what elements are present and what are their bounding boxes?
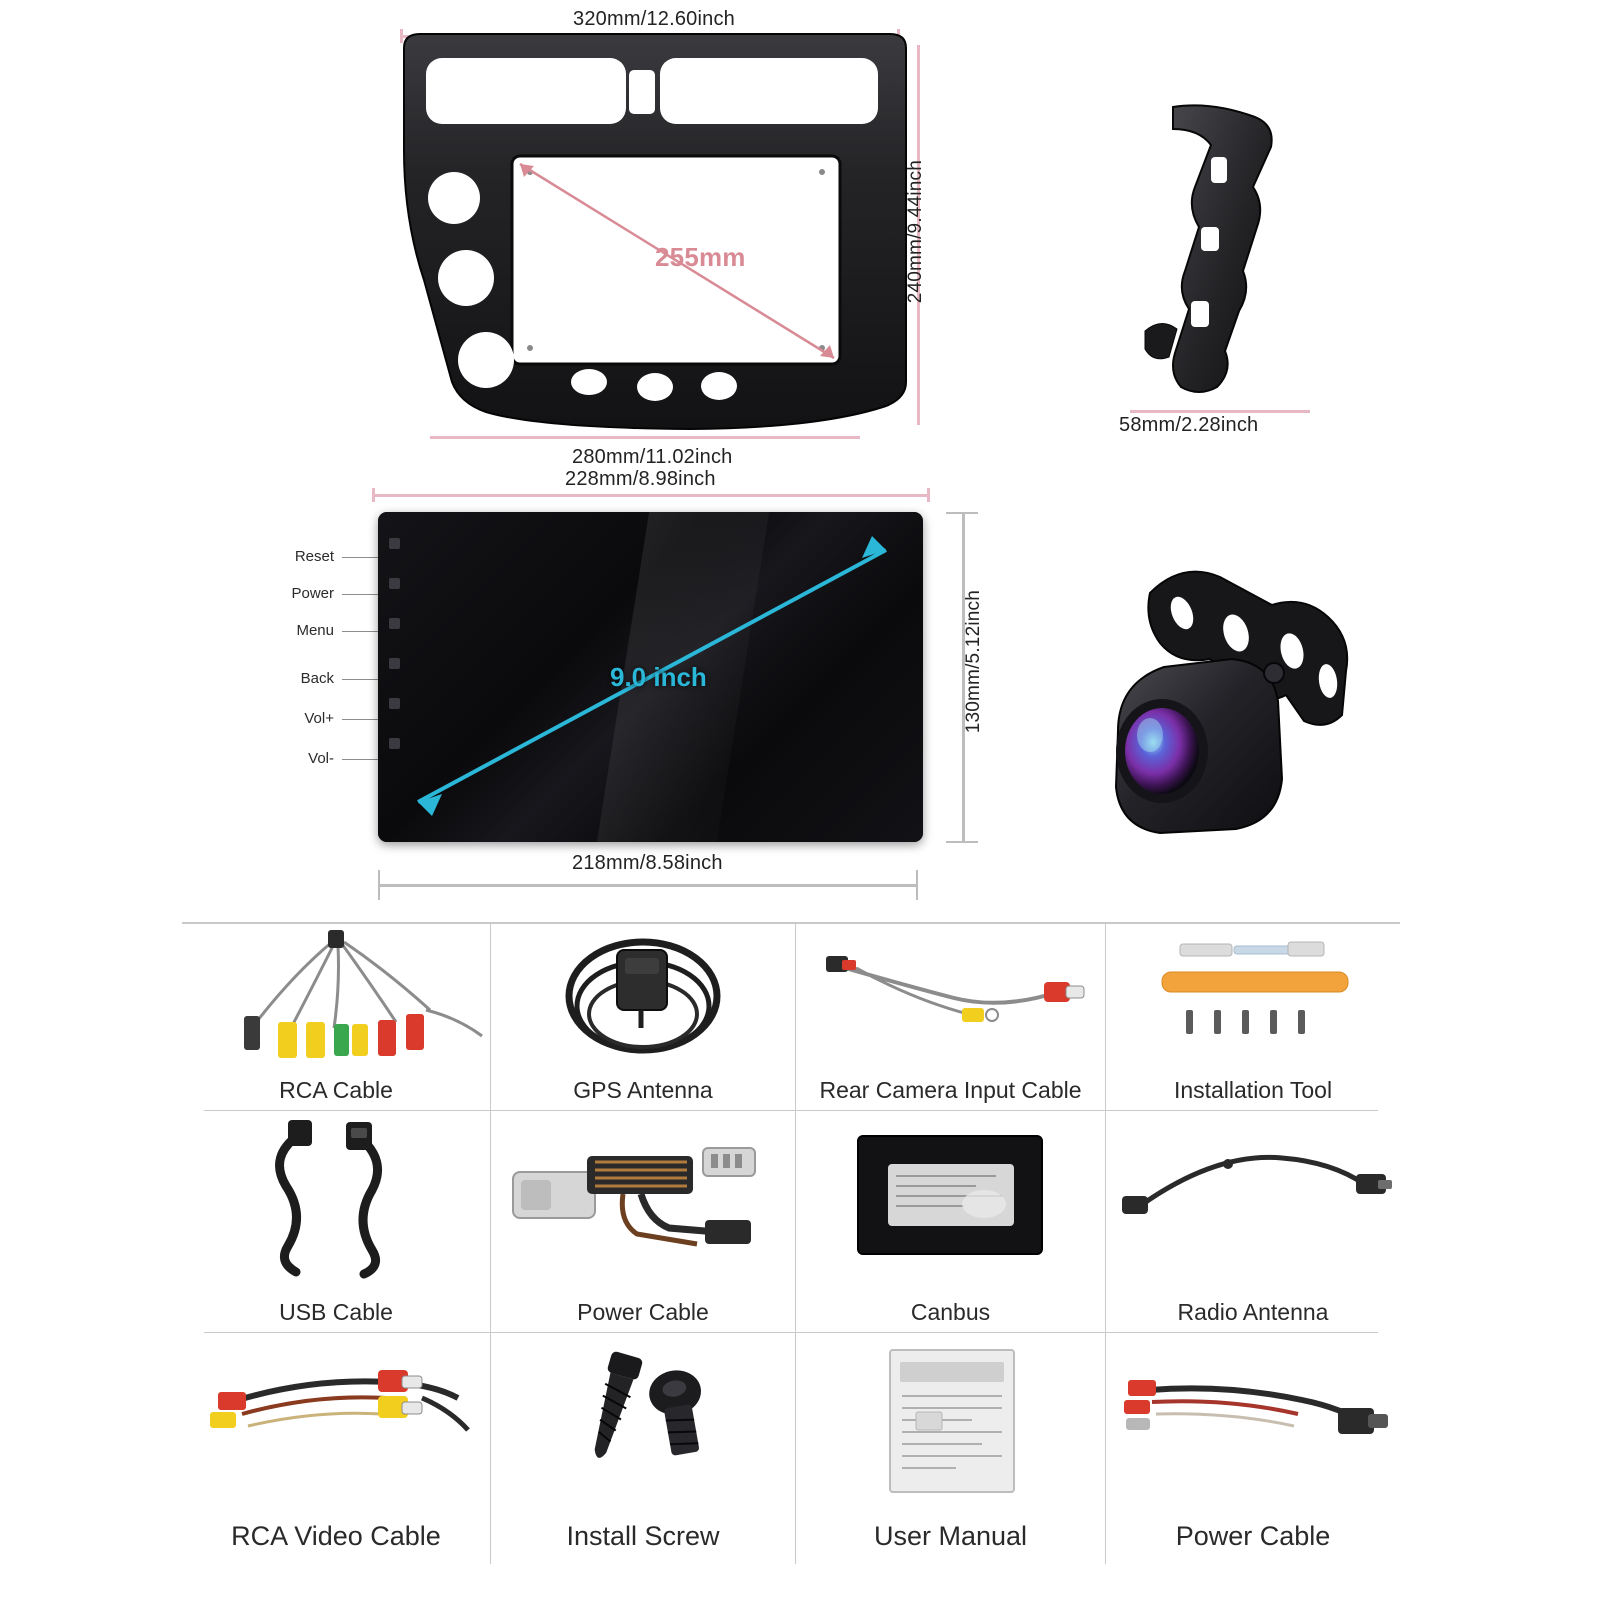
- side-button-reset: [389, 538, 400, 549]
- side-button-menu: [389, 618, 400, 629]
- accessory-label: Radio Antenna: [1177, 1299, 1329, 1325]
- radio-key-callouts: Reset Power Menu Back Vol+ Vol-: [268, 548, 386, 768]
- power-cable-icon: [1106, 1334, 1400, 1521]
- key-label-back: Back: [300, 670, 334, 687]
- radio-panel-tick-right: [916, 870, 918, 900]
- side-button-vol-down: [389, 738, 400, 749]
- key-label-menu: Menu: [296, 622, 334, 639]
- accessory-cell-rca-video-cable: RCA Video Cable: [182, 1334, 490, 1562]
- accessory-label: RCA Cable: [279, 1077, 393, 1103]
- accessory-label: Power Cable: [1175, 1521, 1331, 1551]
- radio-panel-dimension-line: [378, 884, 918, 887]
- accessory-cell-power-cable-3: Power Cable: [1106, 1334, 1400, 1562]
- side-button-vol-up: [389, 698, 400, 709]
- dash-fascia-frame: [390, 30, 920, 431]
- radio-outer-dimension-line: [372, 494, 930, 497]
- radio-panel-width-label: 218mm/8.58inch: [572, 852, 723, 874]
- grid-hline-2: [204, 1332, 1378, 1333]
- power-cable-icon: [491, 1112, 795, 1299]
- dash-fascia-svg: [403, 33, 907, 431]
- usb-cable-icon: [182, 1112, 490, 1299]
- trim-dimension-line: [1130, 410, 1310, 413]
- side-trim-svg: [1144, 104, 1273, 393]
- grid-vline-3: [1105, 924, 1106, 1564]
- screen-diagonal-arrow: [417, 536, 887, 816]
- radio-antenna-icon: [1106, 1112, 1400, 1299]
- frame-height-dimension-line: [917, 45, 920, 425]
- grid-vline-2: [795, 924, 796, 1564]
- accessory-label: Power Cable: [577, 1299, 709, 1325]
- head-unit-device: 9.0 inch: [378, 512, 923, 842]
- side-trim-piece: [1115, 95, 1330, 405]
- canbus-icon: [796, 1112, 1105, 1299]
- accessory-label: Installation Tool: [1173, 1077, 1333, 1103]
- radio-panel-tick-left: [378, 870, 380, 900]
- key-label-reset: Reset: [294, 548, 334, 565]
- accessory-label: GPS Antenna: [573, 1077, 713, 1103]
- accessory-cell-usb-cable: USB Cable: [182, 1112, 490, 1332]
- frame-top-width-label: 320mm/12.60inch: [573, 8, 735, 30]
- radio-height-tick-top: [946, 512, 978, 514]
- accessory-cell-user-manual: User Manual: [796, 1334, 1105, 1562]
- accessory-cell-rca-cable: RCA Cable: [182, 924, 490, 1110]
- accessory-cell-installation-tool: Installation Tool: [1106, 924, 1400, 1110]
- accessory-cell-gps-antenna: GPS Antenna: [491, 924, 795, 1110]
- radio-outer-tick-left: [372, 488, 375, 502]
- frame-top-tick-left: [400, 29, 403, 43]
- rear-camera-input-cable-icon: [796, 924, 1105, 1077]
- gps-antenna-icon: [491, 924, 795, 1077]
- accessory-label: User Manual: [873, 1521, 1028, 1551]
- grid-hline-top: [182, 922, 1400, 924]
- accessories-grid: RCA Cable GPS Antenna: [182, 922, 1400, 1582]
- radio-height-label: 130mm/5.12inch: [963, 590, 984, 734]
- accessory-label: Rear Camera Input Cable: [819, 1077, 1082, 1103]
- side-button-power: [389, 578, 400, 589]
- radio-height-dimension-line: [962, 512, 965, 842]
- trim-width-label: 58mm/2.28inch: [1119, 414, 1259, 436]
- accessory-label: USB Cable: [279, 1299, 393, 1325]
- user-manual-icon: [796, 1334, 1105, 1521]
- radio-outer-tick-right: [927, 488, 930, 502]
- backup-camera-svg: [1114, 570, 1349, 835]
- key-label-vol-up: Vol+: [304, 710, 334, 727]
- key-label-vol-down: Vol-: [308, 750, 334, 767]
- accessory-label: Install Screw: [566, 1521, 720, 1551]
- accessory-cell-rear-camera-input-cable: Rear Camera Input Cable: [796, 924, 1105, 1110]
- side-button-back: [389, 658, 400, 669]
- accessory-cell-power-cable-2: Power Cable: [491, 1112, 795, 1332]
- accessory-cell-radio-antenna: Radio Antenna: [1106, 1112, 1400, 1332]
- accessory-label: Canbus: [910, 1299, 991, 1325]
- frame-opening-diagonal-label: 255mm: [655, 242, 746, 272]
- rca-video-cable-icon: [182, 1334, 490, 1521]
- radio-height-tick-bottom: [946, 841, 978, 843]
- head-unit-side-buttons: [387, 538, 403, 778]
- accessory-cell-canbus: Canbus: [796, 1112, 1105, 1332]
- backup-camera: [1060, 555, 1370, 855]
- key-label-power: Power: [291, 585, 334, 602]
- accessory-cell-install-screw: Install Screw: [491, 1334, 795, 1562]
- radio-outer-width-label: 228mm/8.98inch: [565, 468, 716, 490]
- installation-tool-icon: [1106, 924, 1400, 1077]
- frame-bottom-width-label: 280mm/11.02inch: [572, 446, 733, 468]
- install-screw-icon: [491, 1334, 795, 1521]
- rca-cable-icon: [182, 924, 490, 1077]
- accessory-label: RCA Video Cable: [231, 1521, 441, 1551]
- grid-vline-1: [490, 924, 491, 1564]
- frame-bottom-dimension-line: [430, 436, 860, 439]
- grid-hline-1: [204, 1110, 1378, 1111]
- screen-size-label: 9.0 inch: [610, 662, 707, 692]
